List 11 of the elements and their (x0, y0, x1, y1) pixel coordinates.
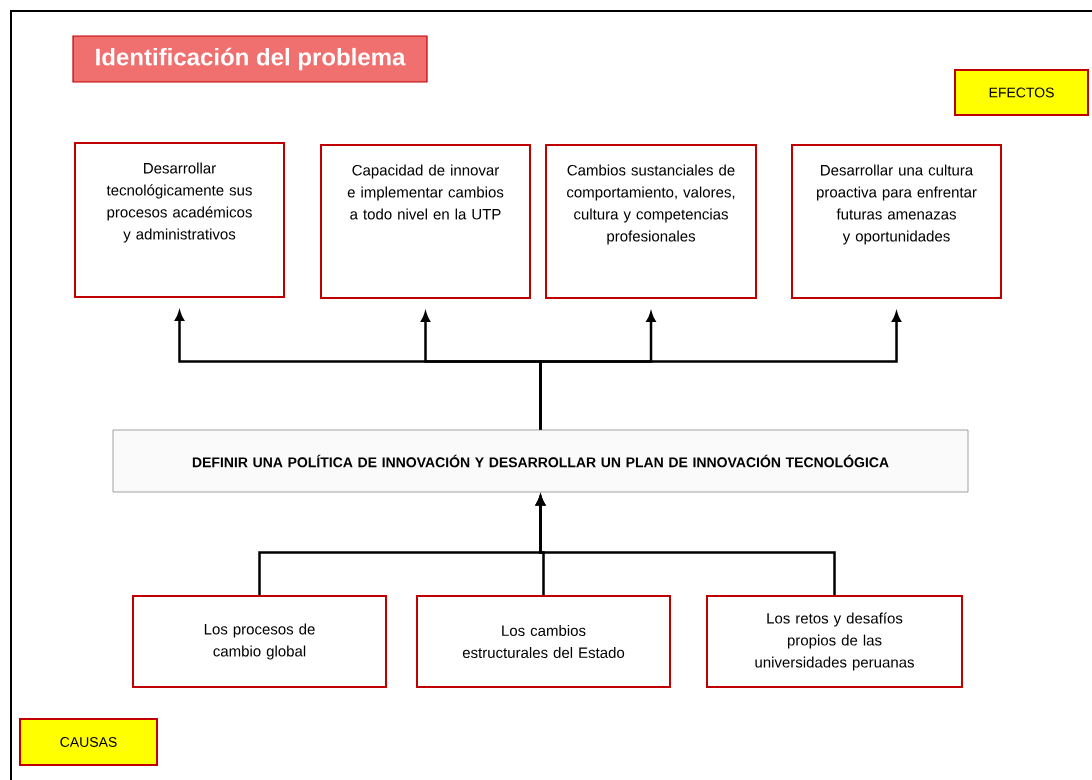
effect-box: Cambios sustanciales de comportamiento, valores, cultura y competencias profesionales (545, 144, 757, 299)
tag-box: CAUSAS (19, 718, 158, 766)
effect-box: Desarrollar tecnológicamente sus procesos académicos y administrativos (74, 142, 285, 298)
effect-box: Capacidad de innovar e implementar cambios a todo nivel en la UTP (320, 144, 531, 299)
cause-box: Los cambios estructurales del Estado (416, 595, 671, 688)
effect-box: Desarrollar una cultura proactiva para enfrentar futuras amenazas y oportunidades (791, 144, 1002, 299)
central-box: DEFINIR UNA POLÍTICA DE INNOVACIÓN Y DESARROLLAR UN PLAN DE INNOVACIÓN TECNOLÓGICA (112, 429, 969, 493)
cause-box: Los retos y desafíos propios de las universidades peruanas (706, 595, 963, 688)
title-box: Identificación del problema (72, 35, 428, 83)
tag-box: EFECTOS (954, 69, 1089, 116)
cause-box: Los procesos de cambio global (132, 595, 387, 688)
